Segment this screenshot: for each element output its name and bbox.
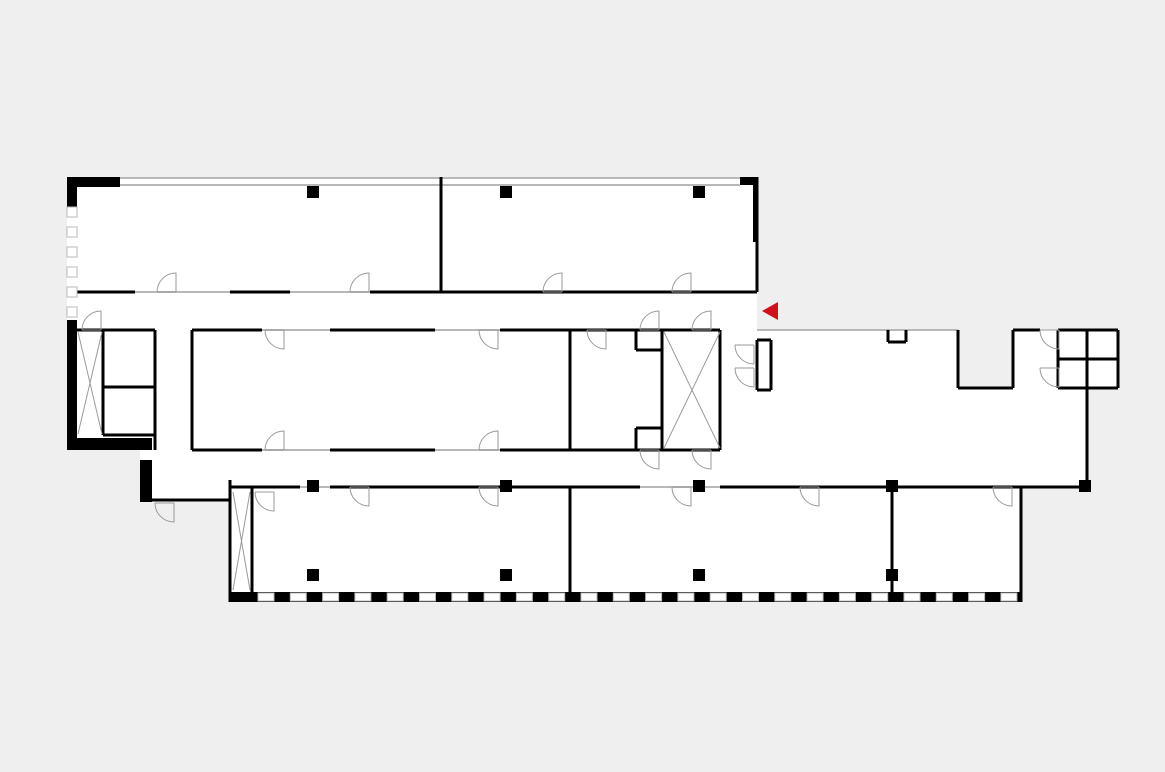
door-swing [264,430,285,451]
column [500,569,512,581]
thick-wall [67,177,120,187]
door-swing [691,449,712,470]
door-swing [264,329,285,350]
door-swing [542,272,563,293]
door-swing [734,367,755,388]
column [886,569,898,581]
door-swing [586,329,607,350]
shaft-cross [232,491,251,591]
window [66,286,78,298]
window [322,592,340,602]
door-swing [154,502,175,523]
column [500,480,512,492]
walls [66,177,1120,602]
door-swing [478,430,499,451]
window [742,592,759,602]
window [66,206,78,218]
window [612,592,630,602]
column [307,569,319,581]
window [871,592,889,602]
column [500,186,512,198]
window [903,592,921,602]
window [774,592,792,602]
door-swing [478,486,499,507]
column [1079,480,1091,492]
elevator-shafts [77,331,721,591]
thick-wall [67,177,77,207]
location-marker-triangle-icon[interactable] [762,302,778,320]
window [66,266,78,278]
door-swing [691,310,712,331]
door-swing [799,486,820,507]
column [693,480,705,492]
window [257,592,275,602]
window [66,226,78,238]
door-swing [671,272,692,293]
door-swing [734,344,755,365]
window [66,246,78,258]
thick-wall [140,460,152,502]
column [693,186,705,198]
window [386,592,404,602]
door-swing [671,486,692,507]
door-swing [254,491,275,512]
thick-wall [67,320,77,450]
door-swing [81,310,102,331]
door-swing [349,486,370,507]
door-swing [639,449,660,470]
window [289,592,307,602]
window [1000,592,1018,602]
column [886,480,898,492]
window [968,592,986,602]
door-swing [349,272,370,293]
window [935,592,953,602]
doors [81,272,1060,523]
window [451,592,469,602]
thick-wall [740,177,757,185]
columns [307,186,1091,581]
window [677,592,695,602]
thick-wall [753,185,758,242]
window [483,592,501,602]
window [645,592,663,602]
column [307,186,319,198]
column [307,480,319,492]
door-swing [478,329,499,350]
door-swing [1039,367,1060,388]
thick-wall [67,438,152,450]
window [806,592,824,602]
window [66,306,78,318]
window [838,592,856,602]
window [709,592,727,602]
shaft-cross [77,331,103,435]
shaft-cross [663,331,721,449]
window [580,592,598,602]
window [354,592,372,602]
column [693,569,705,581]
door-swing [992,486,1013,507]
door-swing [639,310,660,331]
window [419,592,436,602]
floor-area [67,177,1118,602]
window [548,592,566,602]
door-swing [1039,329,1060,350]
window [515,592,533,602]
door-swing [156,272,177,293]
